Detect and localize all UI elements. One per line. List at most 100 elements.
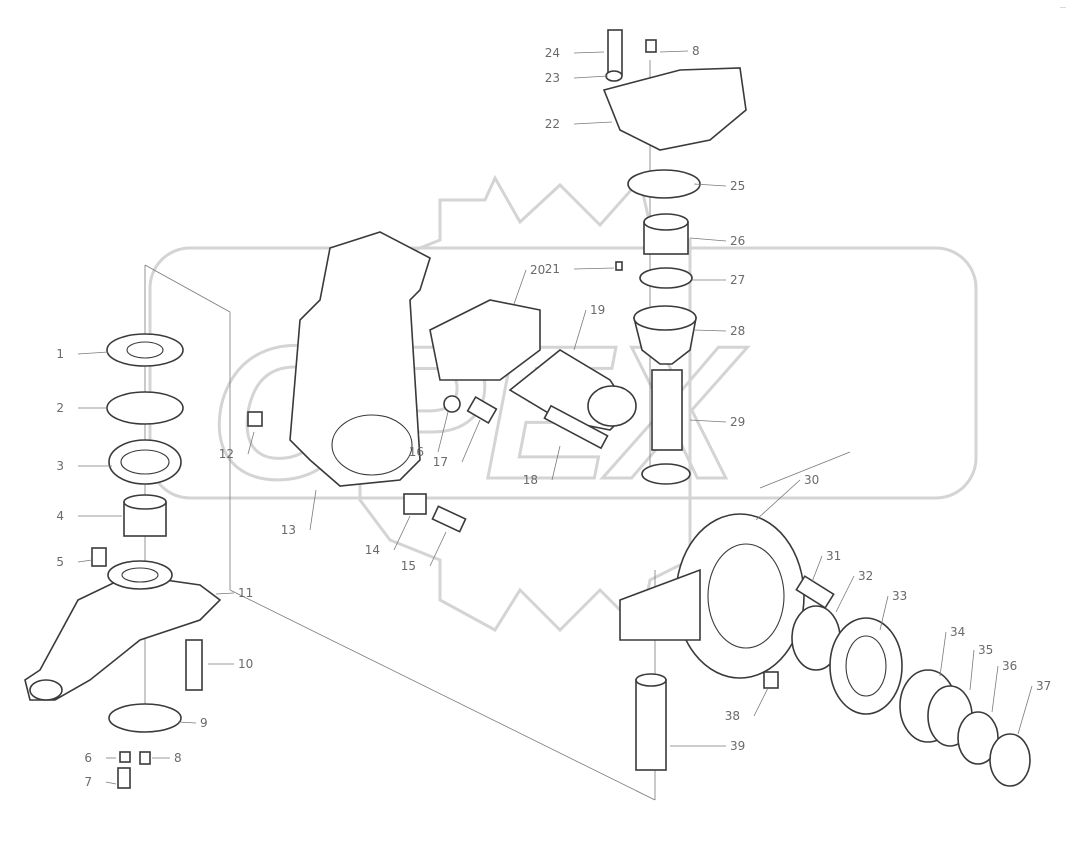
- part-ring-36: [957, 711, 999, 765]
- callout-label: 25: [730, 179, 745, 193]
- part-circlip-37: [989, 733, 1031, 787]
- callout-37: 37: [1017, 679, 1051, 735]
- callout-label: 10: [238, 657, 253, 671]
- callout-label: 21: [545, 262, 560, 276]
- callout-14: 14: [365, 515, 411, 557]
- callout-label: 28: [730, 324, 745, 338]
- callout-leader: [551, 445, 561, 481]
- callout-19: 19: [573, 303, 605, 351]
- callout-leader: [693, 183, 727, 187]
- callout-label: 9: [200, 716, 208, 730]
- callout-1: 1: [56, 347, 109, 361]
- part-bearing-33: [829, 617, 903, 715]
- callout-label: 27: [730, 273, 745, 287]
- part-washer-1: [106, 333, 184, 367]
- part-washer-6: [119, 751, 131, 763]
- callout-leader: [991, 665, 999, 713]
- callout-label: 1: [56, 347, 64, 361]
- callout-label: 6: [84, 751, 92, 765]
- callout-9: 9: [177, 716, 208, 730]
- callout-leader: [879, 595, 889, 631]
- callout-label: 17: [433, 455, 448, 469]
- part-knuckle-13: [289, 231, 431, 487]
- callout-31: 31: [811, 549, 841, 583]
- callout-label: 26: [730, 234, 745, 248]
- part-shim-25: [627, 169, 701, 199]
- callout-leader: [689, 419, 727, 423]
- callout-leader: [573, 75, 609, 79]
- callout-label: 33: [892, 589, 907, 603]
- callout-leader: [429, 531, 447, 567]
- callout-leader: [811, 555, 823, 583]
- part-cover-22: [602, 67, 747, 151]
- part-plate-9: [108, 703, 182, 733]
- callout-label: 36: [1002, 659, 1017, 673]
- callout-label: 16: [409, 445, 424, 459]
- callout-16: 16: [409, 411, 449, 459]
- callout-leader: [247, 431, 255, 455]
- callout-leader: [693, 329, 727, 332]
- part-pin-12: [247, 411, 263, 427]
- part-bolt-31: [795, 575, 835, 609]
- callout-label: 15: [401, 559, 416, 573]
- callout-label: 3: [56, 459, 64, 473]
- callout-leader: [689, 237, 727, 242]
- callout-36: 36: [991, 659, 1017, 713]
- part-kingpin-29: [651, 369, 683, 451]
- callout-leader: [393, 515, 411, 551]
- callout-label: 19: [590, 303, 605, 317]
- part-bolt-10: [185, 639, 203, 691]
- part-screw-7: [117, 767, 131, 789]
- part-fitting-8: [139, 751, 151, 765]
- callout-35: 35: [969, 643, 993, 691]
- part-pin-38: [763, 671, 779, 689]
- callout-leader: [753, 687, 769, 717]
- callout-leader: [939, 631, 947, 677]
- callout-10: 10: [208, 657, 253, 671]
- callout-12: 12: [219, 431, 255, 461]
- callout-leader: [573, 267, 615, 270]
- callout-label: 20: [530, 263, 545, 277]
- callout-label: 5: [56, 555, 64, 569]
- left-stack: [24, 333, 222, 789]
- callout-label: 32: [858, 569, 873, 583]
- callout-leader: [969, 649, 975, 691]
- watermark-plate: [148, 246, 978, 500]
- callout-11: 11: [215, 586, 253, 600]
- callout-leader: [309, 489, 317, 531]
- part-ring-27: [639, 267, 693, 289]
- callout-leader: [177, 721, 197, 724]
- callout-15: 15: [401, 531, 447, 573]
- callout-label: 39: [730, 739, 745, 753]
- top-stack: [602, 29, 747, 485]
- callout-7: 7: [84, 775, 117, 789]
- callout-label: 24: [545, 46, 560, 60]
- part-spindle-39: [635, 679, 667, 771]
- callout-18: 18: [523, 445, 561, 487]
- callout-2: 2: [56, 401, 108, 415]
- callout-38: 38: [725, 687, 769, 723]
- callout-leader: [835, 575, 855, 613]
- callout-leader: [77, 351, 109, 355]
- callout-label: 12: [219, 447, 234, 461]
- callout-leader: [77, 559, 93, 563]
- callout-leader: [573, 309, 587, 351]
- callout-label: 31: [826, 549, 841, 563]
- callout-27: 27: [692, 273, 745, 287]
- part-plug-17: [466, 395, 498, 425]
- callout-28: 28: [693, 324, 745, 338]
- part-bolt-18: [543, 404, 609, 450]
- hub-stack: [619, 513, 1031, 787]
- callout-label: 2: [56, 401, 64, 415]
- part-ring-16: [443, 395, 461, 413]
- callout-20: 20: [513, 263, 545, 305]
- part-arm-11: [24, 574, 222, 701]
- callout-29: 29: [689, 415, 745, 429]
- callout-13: 13: [281, 489, 317, 537]
- callout-label: 13: [281, 523, 296, 537]
- callout-23: 23: [545, 71, 609, 85]
- callout-label: 8: [174, 751, 182, 765]
- callout-leader: [1017, 685, 1033, 735]
- part-ring-2: [106, 391, 184, 425]
